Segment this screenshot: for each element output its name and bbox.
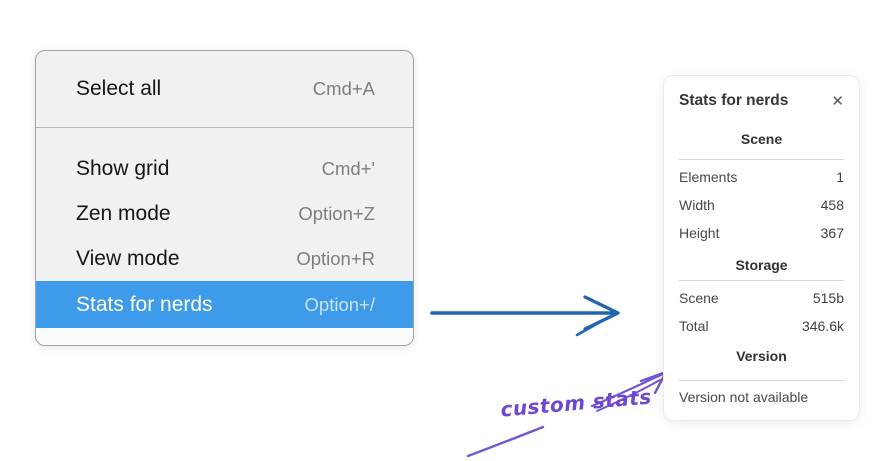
- section-header-storage: Storage: [679, 257, 844, 281]
- stat-row-total-storage: Total 346.6k: [679, 316, 844, 337]
- menu-group-spacer: [36, 128, 413, 146]
- stat-value: 367: [820, 225, 844, 241]
- stat-row-scene-storage: Scene 515b: [679, 288, 844, 309]
- menu-item-show-grid[interactable]: Show grid Cmd+': [36, 146, 413, 191]
- stat-label: Height: [679, 225, 720, 241]
- stats-panel-title: Stats for nerds: [679, 92, 789, 109]
- stats-panel-header: Stats for nerds ✕: [679, 90, 844, 112]
- stat-label: Total: [679, 318, 709, 334]
- stat-value: 346.6k: [801, 318, 844, 334]
- menu-item-label: Zen mode: [76, 201, 171, 225]
- menu-item-label: Select all: [76, 77, 162, 100]
- menu-item-shortcut: Option+Z: [298, 202, 375, 224]
- stat-label: Width: [679, 197, 715, 213]
- menu-item-shortcut: Option+/: [304, 293, 375, 315]
- menu-item-view-mode[interactable]: View mode Option+R: [36, 236, 413, 281]
- stat-label: Scene: [679, 290, 719, 306]
- menu-item-label: Stats for nerds: [76, 292, 213, 316]
- stat-row-height: Height 367: [679, 223, 844, 244]
- menu-item-label: Show grid: [76, 156, 170, 180]
- section-header-version: Version: [679, 348, 844, 381]
- stat-row-width: Width 458: [679, 195, 844, 216]
- flow-arrow-icon: [430, 295, 620, 337]
- menu-item-zen-mode[interactable]: Zen mode Option+Z: [36, 191, 413, 236]
- canvas-context-menu: Select all Cmd+A Show grid Cmd+' Zen mod…: [35, 50, 414, 346]
- version-note: Version not available: [679, 389, 809, 405]
- section-header-scene: Scene: [679, 131, 844, 160]
- menu-item-stats-for-nerds[interactable]: Stats for nerds Option+/: [36, 281, 413, 328]
- stat-value: 1: [836, 169, 844, 185]
- custom-stats-annotation: custom stats: [499, 384, 653, 422]
- menu-bottom-spacer: [36, 328, 413, 345]
- menu-item-shortcut: Cmd+A: [312, 78, 375, 99]
- menu-item-label: View mode: [76, 246, 180, 270]
- menu-item-shortcut: Cmd+': [321, 157, 375, 179]
- menu-item-select-all[interactable]: Select all Cmd+A: [36, 51, 413, 127]
- menu-item-shortcut: Option+R: [296, 247, 375, 269]
- close-icon[interactable]: ✕: [831, 92, 844, 110]
- stat-value: 515b: [812, 290, 844, 306]
- stat-row-elements: Elements 1: [679, 167, 844, 188]
- stats-panel: Stats for nerds ✕ Scene Elements 1 Width…: [663, 75, 860, 421]
- stat-label: Elements: [679, 169, 738, 185]
- stat-value: 458: [820, 197, 844, 213]
- menu-divider: [36, 127, 413, 128]
